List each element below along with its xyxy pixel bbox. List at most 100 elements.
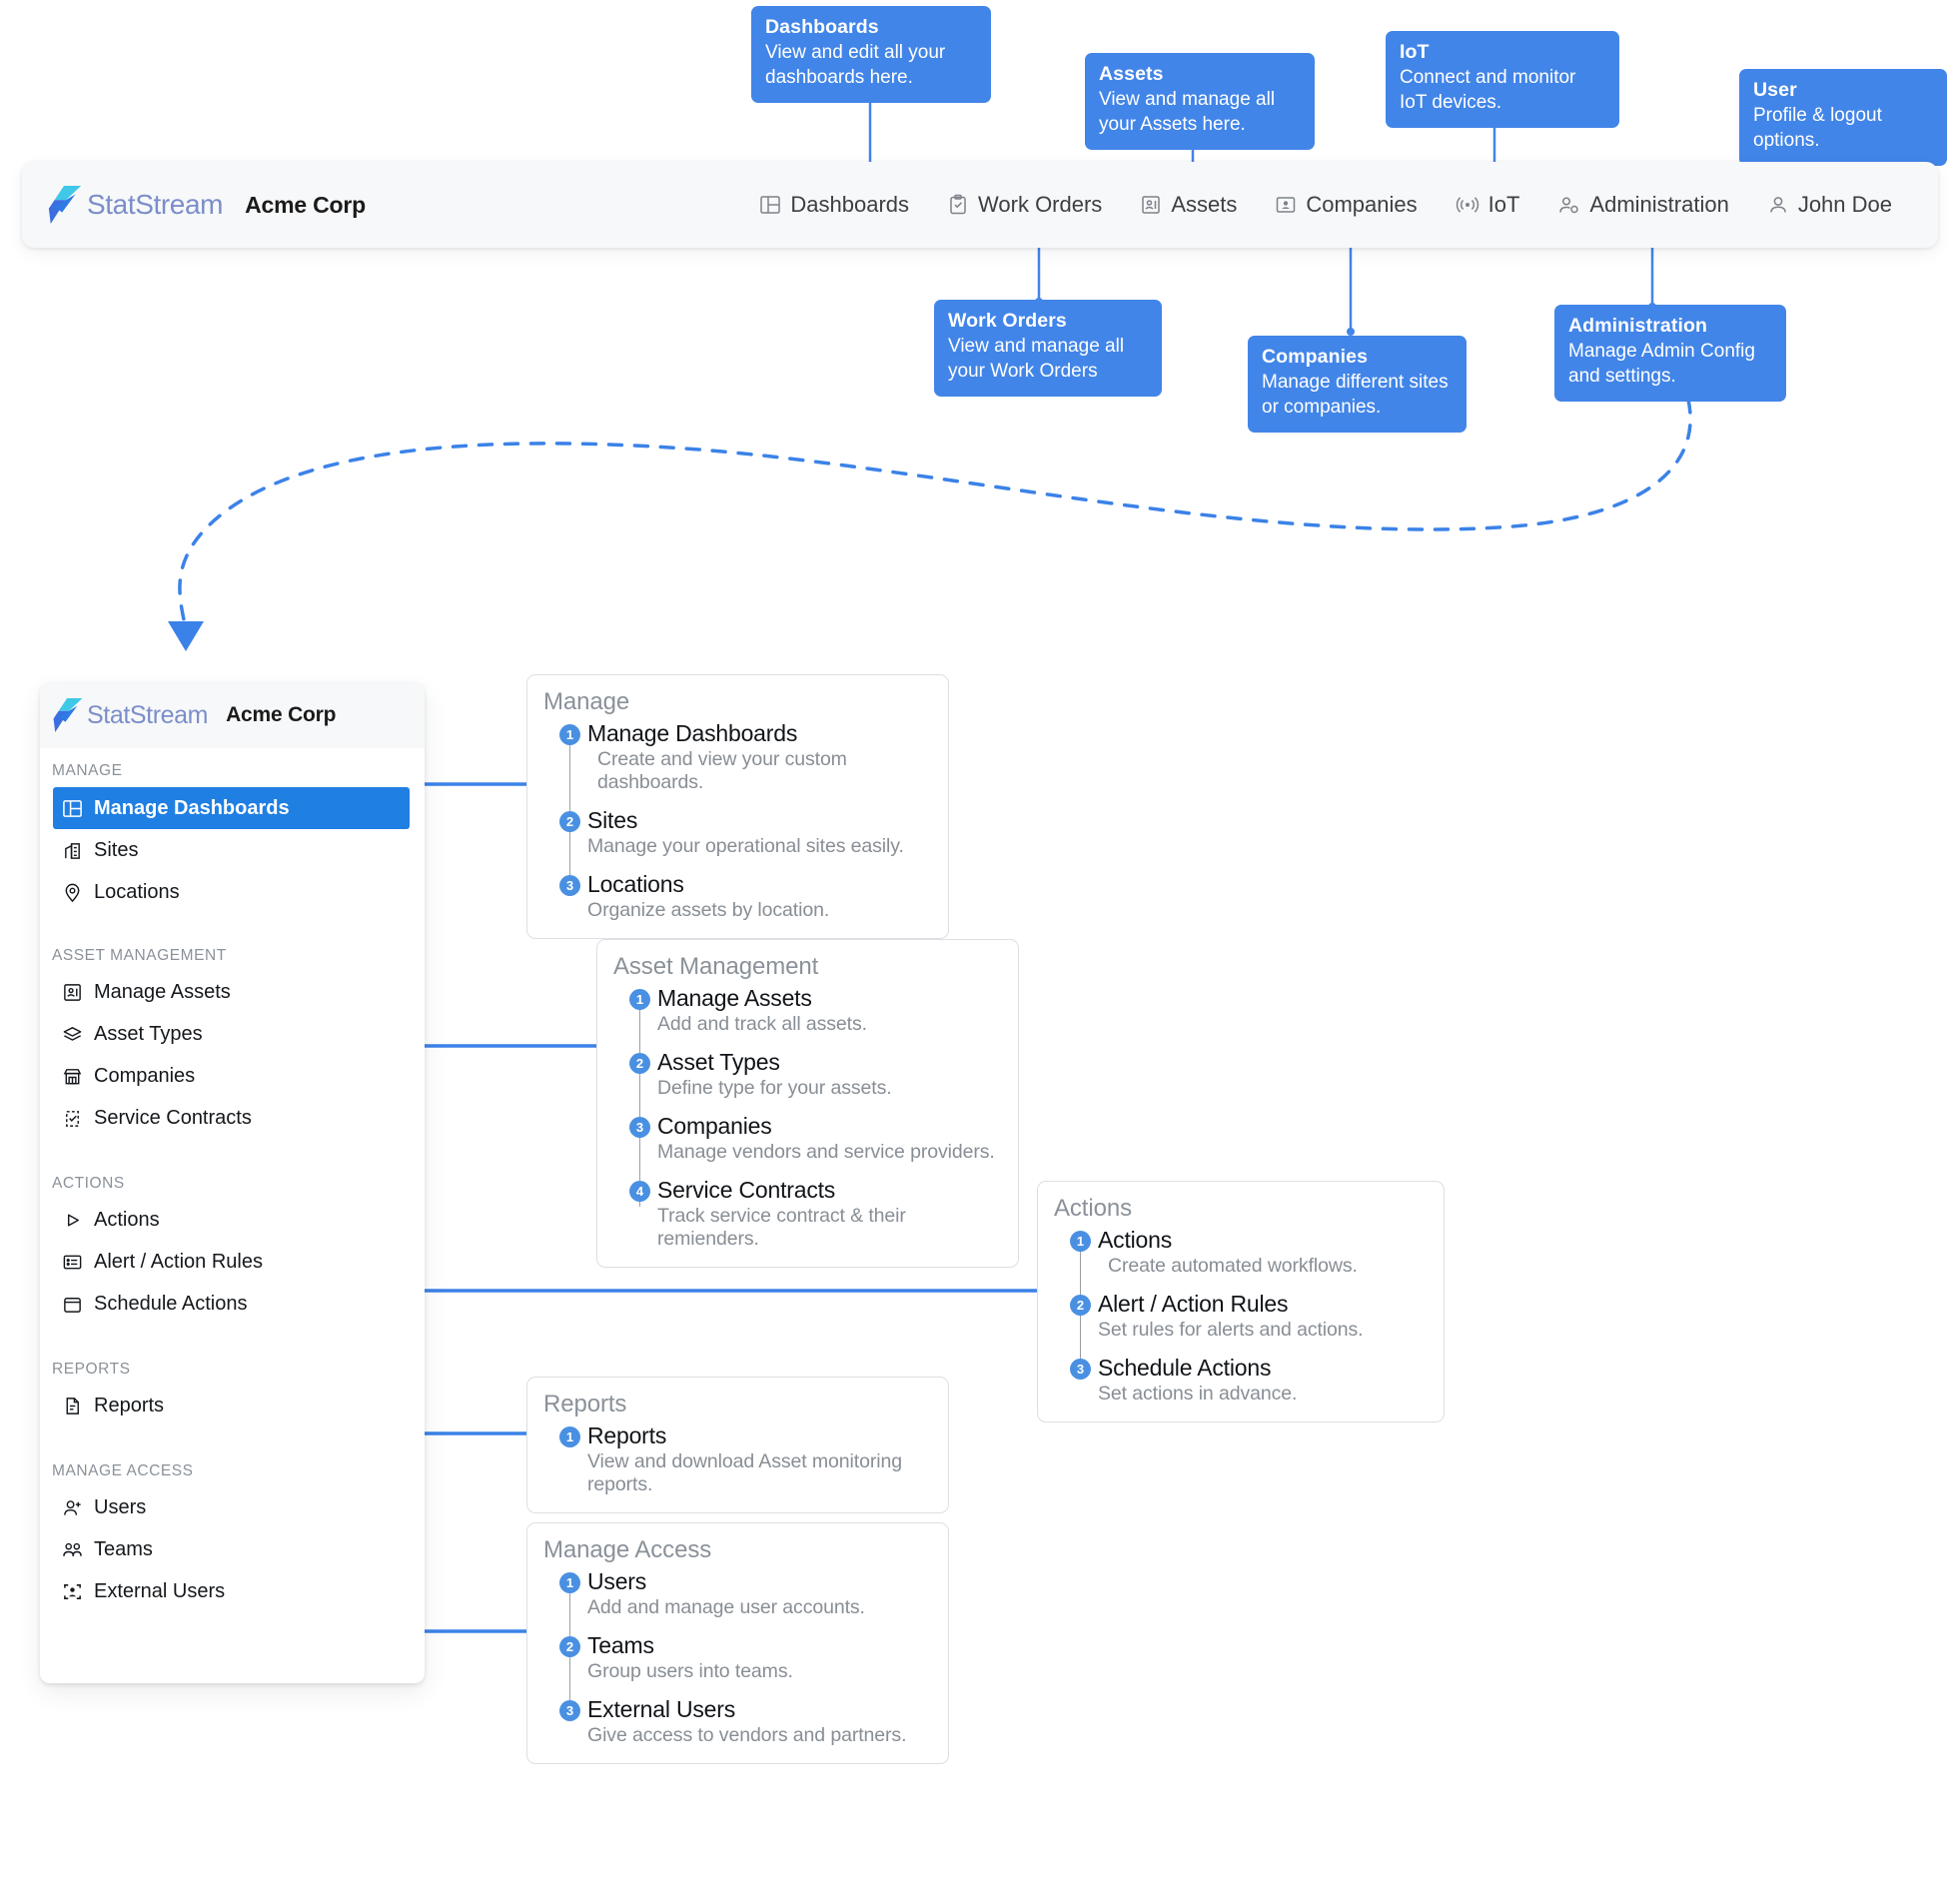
nav-label: Assets bbox=[1171, 192, 1238, 217]
sidebar-item-locations[interactable]: Locations bbox=[40, 871, 425, 913]
callout-iot: IoT Connect and monitor IoT devices. bbox=[1386, 31, 1619, 128]
sidebar-item-companies[interactable]: Companies bbox=[40, 1055, 425, 1097]
row-desc: Add and manage user accounts. bbox=[587, 1596, 865, 1618]
sidebar-item-actions[interactable]: Actions bbox=[40, 1199, 425, 1241]
sidebar-item-label: Alert / Action Rules bbox=[94, 1250, 263, 1273]
card-title: Manage bbox=[543, 688, 630, 715]
nav-links: Dashboards Work Orders Assets Companies bbox=[759, 192, 1892, 218]
nav-item-iot[interactable]: IoT bbox=[1456, 192, 1520, 218]
nav-label: Work Orders bbox=[978, 192, 1103, 217]
nav-label: John Doe bbox=[1797, 192, 1892, 217]
card-row: 1 Reports View and download Asset monito… bbox=[543, 1422, 932, 1496]
sidebar-item-sites[interactable]: Sites bbox=[40, 829, 425, 871]
clipboard-check-icon bbox=[950, 194, 966, 215]
clipboard-check-icon bbox=[66, 1110, 79, 1127]
sidebar-section-asset-management: ASSET MANAGEMENT bbox=[52, 947, 227, 964]
row-desc: Group users into teams. bbox=[587, 1660, 793, 1682]
sidebar-item-label: Manage Assets bbox=[94, 980, 231, 1003]
nav-item-companies[interactable]: Companies bbox=[1275, 192, 1418, 218]
sidebar-item-users[interactable]: Users bbox=[40, 1486, 425, 1528]
row-title: Manage Dashboards bbox=[587, 720, 798, 746]
sidebar-item-label: Companies bbox=[94, 1064, 196, 1087]
org-name: Acme Corp bbox=[245, 191, 366, 218]
nav-item-dashboards[interactable]: Dashboards bbox=[759, 192, 909, 218]
app-brand[interactable]: StatStream Acme Corp bbox=[48, 186, 366, 224]
sidebar-item-asset-types[interactable]: Asset Types bbox=[40, 1013, 425, 1055]
callout-body: Manage different sites or companies. bbox=[1262, 372, 1449, 419]
top-navbar: StatStream Acme Corp Dashboards Work Ord… bbox=[22, 162, 1938, 248]
card-rows: 1 Manage Assets Add and track all assets… bbox=[613, 985, 1002, 1251]
row-title: Alert / Action Rules bbox=[1098, 1291, 1289, 1317]
card-row: 3 Schedule Actions Set actions in advanc… bbox=[1054, 1355, 1428, 1406]
card-rail bbox=[639, 999, 640, 1207]
nav-item-administration[interactable]: Administration bbox=[1557, 192, 1729, 218]
statstream-logo-icon bbox=[53, 698, 83, 732]
row-desc: Organize assets by location. bbox=[587, 899, 830, 921]
callout-administration: Administration Manage Admin Config and s… bbox=[1554, 305, 1786, 402]
sidebar-header: StatStream Acme Corp bbox=[40, 682, 425, 748]
storefront-icon bbox=[63, 1068, 82, 1084]
step-badge: 3 bbox=[629, 1117, 650, 1138]
step-badge: 1 bbox=[629, 989, 650, 1010]
dashboard-icon bbox=[63, 799, 82, 817]
sidebar-item-manage-assets[interactable]: Manage Assets bbox=[40, 971, 425, 1013]
card-actions: Actions 1 Actions Create automated workf… bbox=[1037, 1181, 1445, 1422]
sidebar-item-label: Users bbox=[94, 1495, 147, 1518]
nav-item-user[interactable]: John Doe bbox=[1767, 192, 1892, 218]
nav-label: IoT bbox=[1487, 192, 1520, 217]
sidebar-section-manage-access: MANAGE ACCESS bbox=[52, 1462, 194, 1479]
sidebar-item-manage-dashboards[interactable]: Manage Dashboards bbox=[53, 787, 410, 829]
nav-item-work-orders[interactable]: Work Orders bbox=[947, 192, 1102, 218]
sidebar-item-label: Schedule Actions bbox=[94, 1292, 248, 1315]
callout-assets: Assets View and manage all your Assets h… bbox=[1085, 53, 1315, 150]
card-rows: 1 Actions Create automated workflows. 2 … bbox=[1054, 1227, 1428, 1406]
card-rows: 1 Manage Dashboards Create and view your… bbox=[543, 720, 932, 922]
row-desc: Create and view your custom dashboards. bbox=[597, 748, 847, 793]
card-row: 3 External Users Give access to vendors … bbox=[543, 1696, 932, 1747]
list-rules-icon bbox=[63, 1255, 82, 1269]
callout-body: View and manage all your Work Orders bbox=[948, 336, 1125, 383]
card-row: 3 Companies Manage vendors and service p… bbox=[613, 1113, 1002, 1164]
sidebar-item-label: Reports bbox=[94, 1394, 165, 1417]
sidebar-org-name: Acme Corp bbox=[226, 703, 337, 726]
callout-title: Work Orders bbox=[948, 310, 1067, 332]
row-desc: Set actions in advance. bbox=[1098, 1383, 1298, 1405]
card-row: 1 Manage Dashboards Create and view your… bbox=[543, 720, 932, 794]
row-title: Sites bbox=[587, 807, 638, 833]
card-title: Manage Access bbox=[543, 1536, 712, 1563]
sidebar-item-label: External Users bbox=[94, 1579, 226, 1602]
callout-title: Assets bbox=[1099, 63, 1164, 85]
card-title: Asset Management bbox=[613, 953, 819, 980]
card-rows: 1 Users Add and manage user accounts. 2 … bbox=[543, 1568, 932, 1747]
step-badge: 1 bbox=[559, 1572, 580, 1593]
callout-title: User bbox=[1753, 79, 1797, 101]
callout-body: Manage Admin Config and settings. bbox=[1568, 341, 1755, 388]
callout-companies: Companies Manage different sites or comp… bbox=[1248, 336, 1467, 433]
row-desc: Add and track all assets. bbox=[657, 1013, 867, 1035]
row-title: Actions bbox=[1098, 1227, 1173, 1253]
callout-body: Connect and monitor IoT devices. bbox=[1400, 67, 1576, 114]
card-row: 3 Locations Organize assets by location. bbox=[543, 871, 932, 922]
sidebar-item-external-users[interactable]: External Users bbox=[40, 1570, 425, 1612]
step-badge: 2 bbox=[629, 1053, 650, 1074]
sidebar-section-manage: MANAGE bbox=[52, 762, 123, 779]
row-desc: Set rules for alerts and actions. bbox=[1098, 1319, 1364, 1341]
row-title: Teams bbox=[587, 1632, 654, 1658]
sidebar-panel: StatStream Acme Corp MANAGE Manage Dashb… bbox=[40, 682, 425, 1683]
nav-item-assets[interactable]: Assets bbox=[1140, 192, 1237, 218]
sidebar-item-teams[interactable]: Teams bbox=[40, 1528, 425, 1570]
sidebar-item-label: Teams bbox=[94, 1537, 153, 1560]
sidebar-item-label: Manage Dashboards bbox=[94, 796, 290, 819]
sidebar-item-label: Actions bbox=[94, 1208, 160, 1231]
sidebar-item-reports[interactable]: Reports bbox=[40, 1385, 425, 1426]
statstream-logo-icon bbox=[48, 186, 82, 224]
sidebar-item-alert-action-rules[interactable]: Alert / Action Rules bbox=[40, 1241, 425, 1283]
sidebar-item-label: Sites bbox=[94, 838, 139, 861]
step-badge: 2 bbox=[559, 811, 580, 832]
card-row: 1 Users Add and manage user accounts. bbox=[543, 1568, 932, 1619]
row-title: External Users bbox=[587, 1696, 736, 1722]
sidebar-item-schedule-actions[interactable]: Schedule Actions bbox=[40, 1283, 425, 1325]
row-title: Asset Types bbox=[657, 1049, 780, 1075]
sidebar-item-service-contracts[interactable]: Service Contracts bbox=[40, 1097, 425, 1139]
row-desc: Create automated workflows. bbox=[1108, 1255, 1358, 1277]
